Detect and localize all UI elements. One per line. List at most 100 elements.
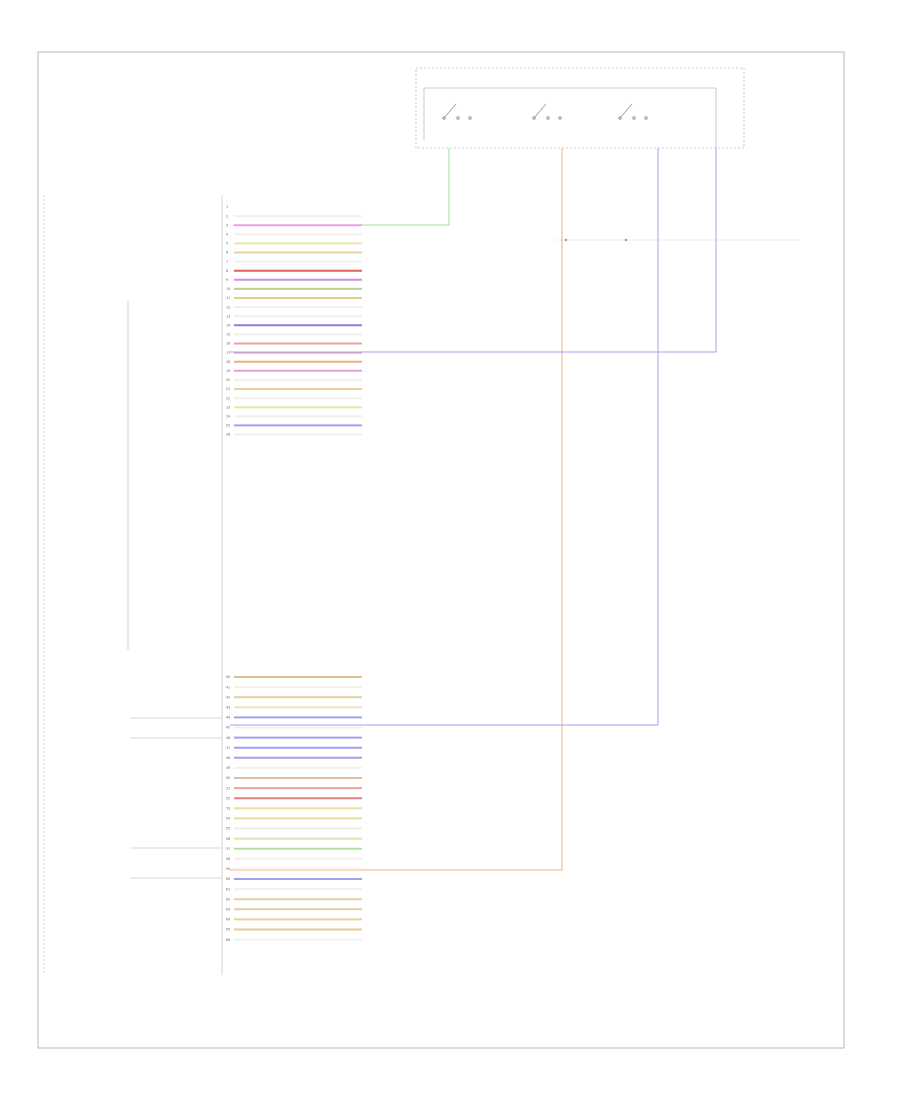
- green-feed: [233, 148, 450, 226]
- pin-number: 66: [226, 938, 230, 942]
- wire-row: 45: [226, 726, 362, 730]
- wire-row: 13: [226, 314, 362, 318]
- pin-number: 61: [226, 887, 230, 891]
- pin-number: 7: [226, 260, 228, 264]
- pin-number: 51: [226, 786, 230, 790]
- pin-number: 12: [226, 305, 230, 309]
- wire-row: 63: [226, 908, 362, 912]
- pin-number: 8: [226, 269, 228, 273]
- wire-row: 64: [226, 918, 362, 922]
- pin-number: 58: [226, 857, 230, 861]
- wire-row: 41: [226, 685, 362, 689]
- wire-row: 25: [226, 424, 362, 428]
- wire-row: 5: [226, 242, 362, 246]
- wire-row: 14: [226, 324, 362, 328]
- wire-rows: 1234567891011121314151617181920212223242…: [226, 205, 362, 437]
- wire-row: 23: [226, 405, 362, 409]
- pin-number: 42: [226, 695, 230, 699]
- wire-row: 52: [226, 796, 362, 800]
- wire-row: 60: [226, 877, 362, 881]
- pin-number: 23: [226, 405, 230, 409]
- wire-row: 6: [226, 251, 362, 255]
- wire-row: 4: [226, 233, 362, 237]
- pin-number: 26: [226, 433, 230, 437]
- pin-number: 45: [226, 726, 230, 730]
- pin-number: 43: [226, 706, 230, 710]
- switch-contact-3: [618, 103, 648, 120]
- pin-number: 6: [226, 251, 228, 255]
- blue-feed-a: [230, 148, 717, 353]
- wire-row: 15: [226, 333, 362, 337]
- wire-row: 10: [226, 287, 362, 291]
- wire-row: 46: [226, 736, 362, 740]
- pin-number: 9: [226, 278, 228, 282]
- pin-number: 50: [226, 776, 230, 780]
- pin-number: 56: [226, 837, 230, 841]
- pin-number: 55: [226, 827, 230, 831]
- pin-number: 17: [226, 351, 230, 355]
- orange-feed: [230, 148, 563, 871]
- pin-number: 49: [226, 766, 230, 770]
- wire-row: 26: [226, 433, 362, 437]
- wire-row: 11: [226, 296, 362, 300]
- wire-row: 24: [226, 415, 362, 419]
- wire-row: 62: [226, 897, 362, 901]
- wire-row: 56: [226, 837, 362, 841]
- wire-row: 49: [226, 766, 362, 770]
- wire-row: 21: [226, 387, 362, 391]
- pin-number: 11: [226, 296, 230, 300]
- wire-row: 19: [226, 369, 362, 373]
- wire-row: 55: [226, 827, 362, 831]
- wire-row: 16: [226, 342, 362, 346]
- wire-row: 17: [226, 351, 362, 355]
- wire-row: 20: [226, 378, 362, 382]
- wire-row: 59: [226, 867, 362, 871]
- pin-number: 19: [226, 369, 230, 373]
- pin-number: 46: [226, 736, 230, 740]
- pin-number: 60: [226, 877, 230, 881]
- wire-row: 57: [226, 847, 362, 851]
- wire-row: 50: [226, 776, 362, 780]
- pin-number: 63: [226, 908, 230, 912]
- wire-row: 1: [226, 205, 228, 209]
- wire-row: 54: [226, 817, 362, 821]
- pin-number: 40: [226, 675, 230, 679]
- wire-row: 40: [226, 675, 362, 679]
- pin-number: 10: [226, 287, 230, 291]
- pin-number: 5: [226, 242, 228, 246]
- pin-number: 57: [226, 847, 230, 851]
- pin-number: 52: [226, 796, 230, 800]
- pin-number: 1: [226, 205, 228, 209]
- pin-number: 2: [226, 214, 228, 218]
- wire-row: 66: [226, 938, 362, 942]
- wire-row: 7: [226, 260, 362, 264]
- pin-number: 41: [226, 685, 230, 689]
- wire-row: 2: [226, 214, 362, 218]
- wire-row: 12: [226, 305, 362, 309]
- splice-point-2: [624, 238, 628, 242]
- pin-number: 20: [226, 378, 230, 382]
- pin-number: 59: [226, 867, 230, 871]
- switch-contact-2: [532, 103, 562, 120]
- pin-number: 16: [226, 342, 230, 346]
- pin-number: 15: [226, 333, 230, 337]
- splice-point-1: [564, 238, 568, 242]
- wire-row: 61: [226, 887, 362, 891]
- pin-number: 4: [226, 233, 228, 237]
- wire-row: 44: [226, 716, 362, 720]
- wire-row: 47: [226, 746, 362, 750]
- pin-number: 53: [226, 807, 230, 811]
- wire-row: 58: [226, 857, 362, 861]
- wire-row: 65: [226, 928, 362, 932]
- blue-feed-b: [230, 148, 659, 726]
- pin-number: 44: [226, 716, 230, 720]
- switch-contact-1: [442, 103, 472, 120]
- wire-row: 43: [226, 706, 362, 710]
- pin-number: 47: [226, 746, 230, 750]
- pin-number: 13: [226, 314, 230, 318]
- pin-number: 21: [226, 387, 230, 391]
- pin-number: 24: [226, 415, 230, 419]
- pin-number: 18: [226, 360, 230, 364]
- pin-number: 22: [226, 396, 230, 400]
